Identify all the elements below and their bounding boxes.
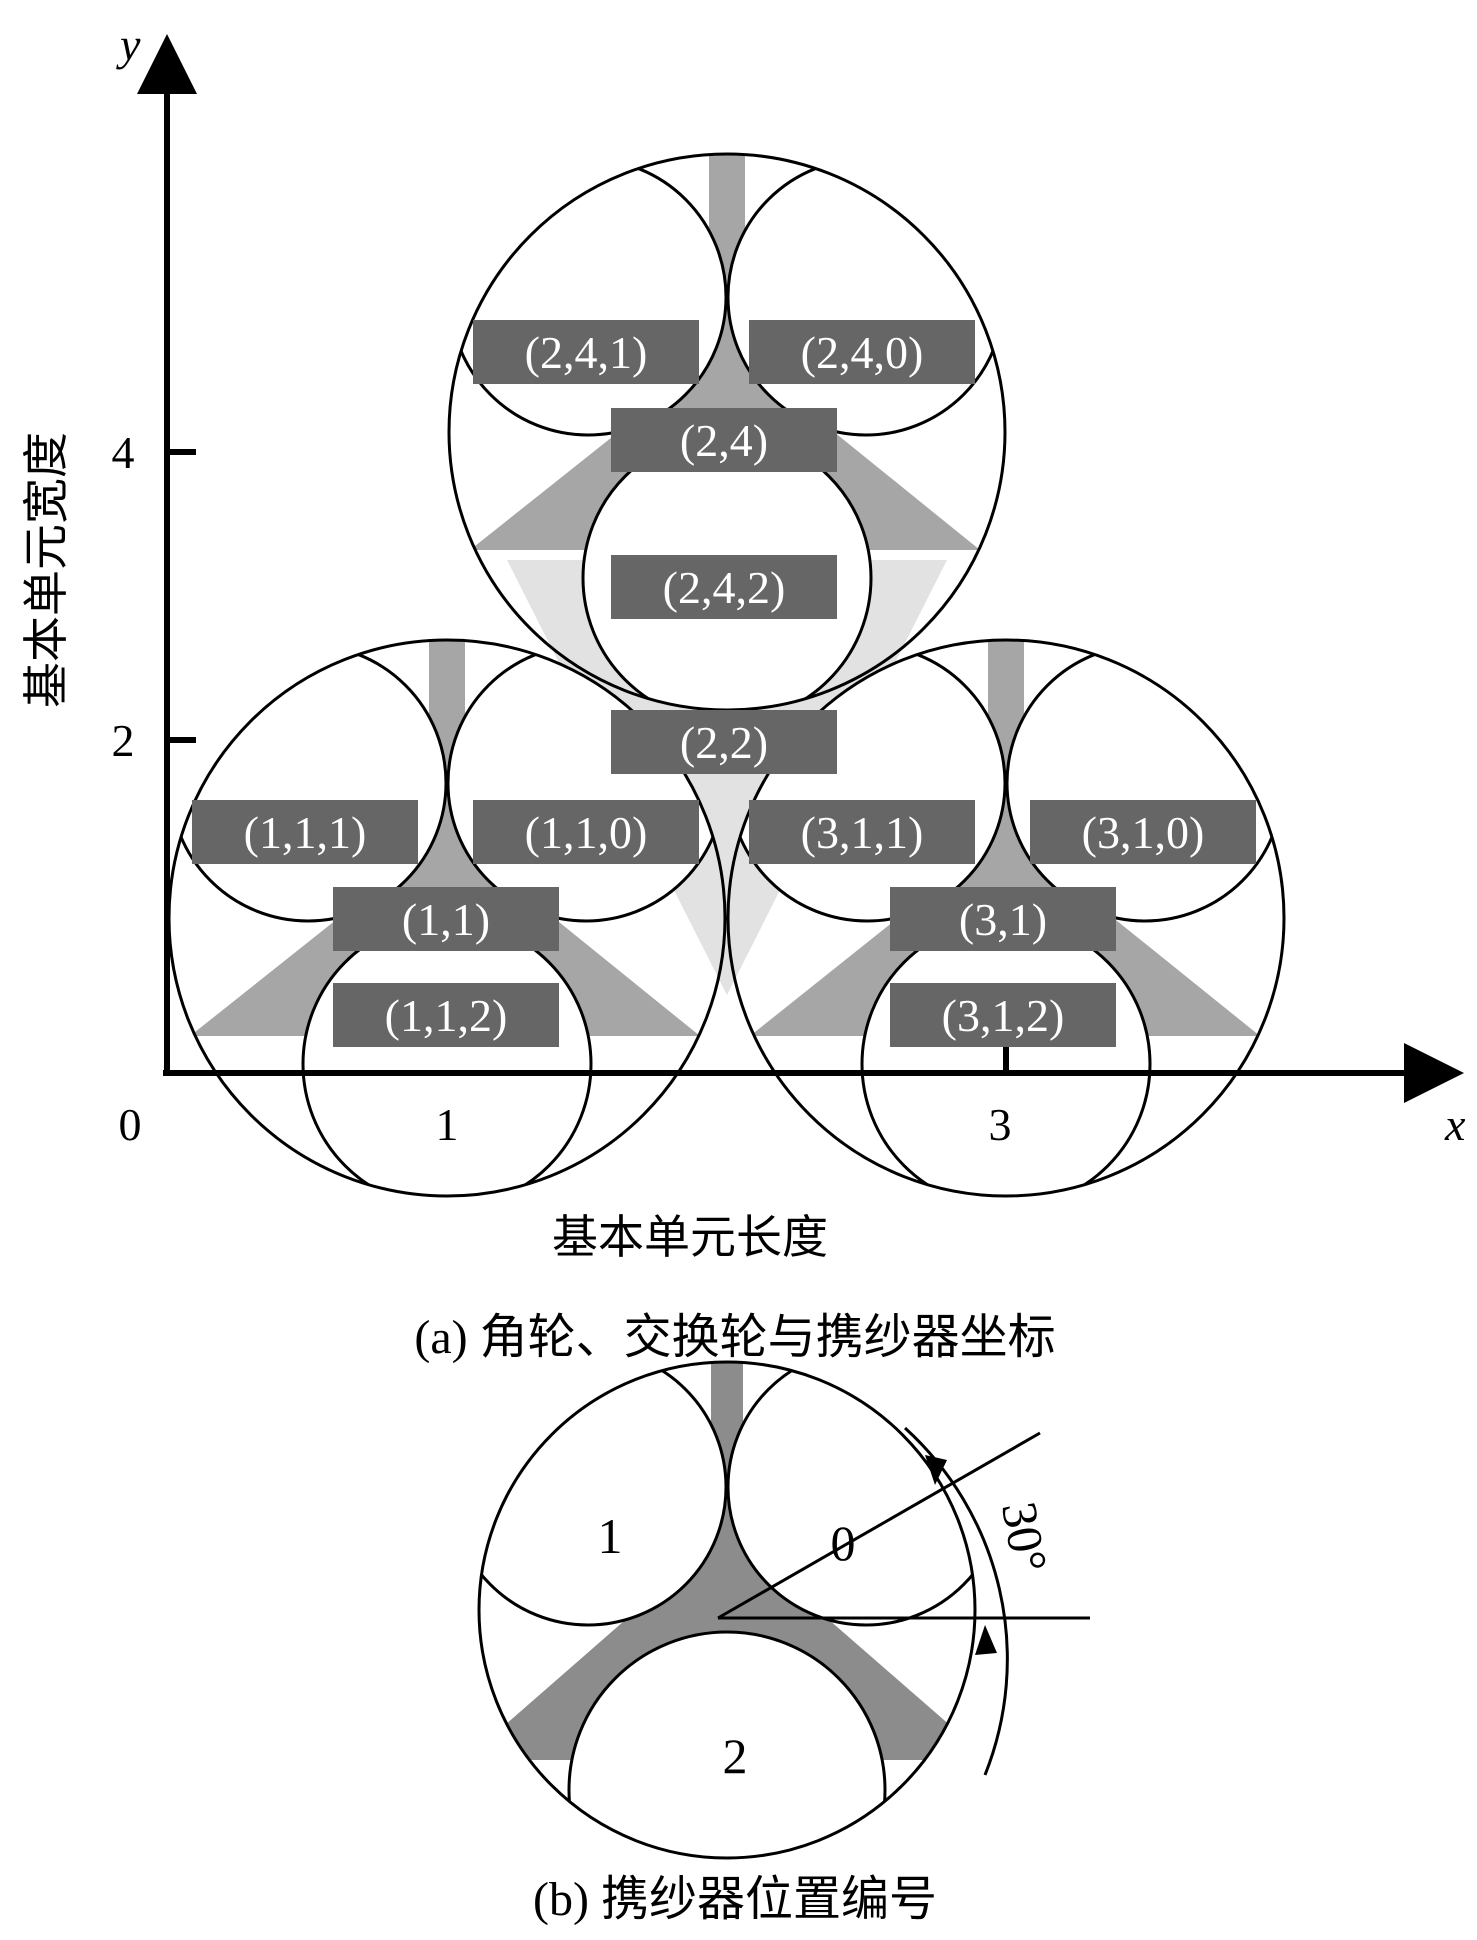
label-241: (2,4,1): [473, 320, 699, 384]
label-112-text: (1,1,2): [385, 990, 508, 1041]
angle-ray-30: [717, 1431, 1041, 1620]
angle-arc-arrow-top: [925, 1455, 947, 1485]
x-axis-title: 基本单元长度: [552, 1212, 828, 1263]
label-24-text: (2,4): [680, 415, 768, 466]
label-312: (3,1,2): [890, 983, 1116, 1047]
label-242: (2,4,2): [611, 555, 837, 619]
origin-label: 0: [119, 1099, 142, 1150]
label-boxes: (2,4,1) (2,4,0) (2,4) (2,4,2) (2,2) (1,1…: [192, 320, 1256, 1047]
label-242-text: (2,4,2): [663, 562, 786, 613]
label-111-text: (1,1,1): [244, 807, 367, 858]
y-axis-name: y: [116, 19, 141, 70]
position-0-label: 0: [831, 1515, 856, 1571]
position-2-label: 2: [723, 1728, 748, 1784]
label-310-text: (3,1,0): [1082, 807, 1205, 858]
label-31-text: (3,1): [959, 894, 1047, 945]
x-tick-label-1: 1: [436, 1099, 459, 1150]
caption-a: (a) 角轮、交换轮与携纱器坐标: [414, 1311, 1055, 1364]
label-110-text: (1,1,0): [525, 807, 648, 858]
y-axis-title: 基本单元宽度: [21, 432, 72, 708]
y-tick-label-2: 2: [112, 715, 135, 766]
label-11-text: (1,1): [402, 894, 490, 945]
label-240-text: (2,4,0): [801, 327, 924, 378]
label-11: (1,1): [333, 887, 559, 951]
label-22-text: (2,2): [680, 717, 768, 768]
label-240: (2,4,0): [749, 320, 975, 384]
label-31: (3,1): [890, 887, 1116, 951]
label-22: (2,2): [611, 710, 837, 774]
detail-wheel-outline: [477, 1360, 977, 1860]
label-112: (1,1,2): [333, 983, 559, 1047]
label-311-text: (3,1,1): [801, 807, 924, 858]
horn-gear-group: [167, 152, 1286, 1198]
detail-wheel: 1 0 2 30°: [477, 1360, 1090, 1860]
angle-label: 30°: [991, 1498, 1058, 1577]
angle-arc-arrow-bottom: [975, 1625, 997, 1655]
label-310: (3,1,0): [1030, 800, 1256, 864]
x-axis-name: x: [1444, 1099, 1466, 1150]
axes: [137, 34, 1464, 1103]
label-111: (1,1,1): [192, 800, 418, 864]
horn-fill-left: [190, 640, 700, 1036]
horn-fill-top: [470, 154, 980, 550]
y-tick-label-4: 4: [112, 427, 135, 478]
horn-gear-right-outline: [726, 638, 1286, 1198]
horn-fill-right: [750, 640, 1260, 1036]
position-1-label: 1: [598, 1508, 623, 1564]
label-311: (3,1,1): [749, 800, 975, 864]
caption-b: (b) 携纱器位置编号: [533, 1873, 937, 1926]
x-tick-label-3: 3: [989, 1099, 1012, 1150]
label-110: (1,1,0): [473, 800, 699, 864]
label-24: (2,4): [611, 408, 837, 472]
label-312-text: (3,1,2): [942, 990, 1065, 1041]
label-241-text: (2,4,1): [525, 327, 648, 378]
